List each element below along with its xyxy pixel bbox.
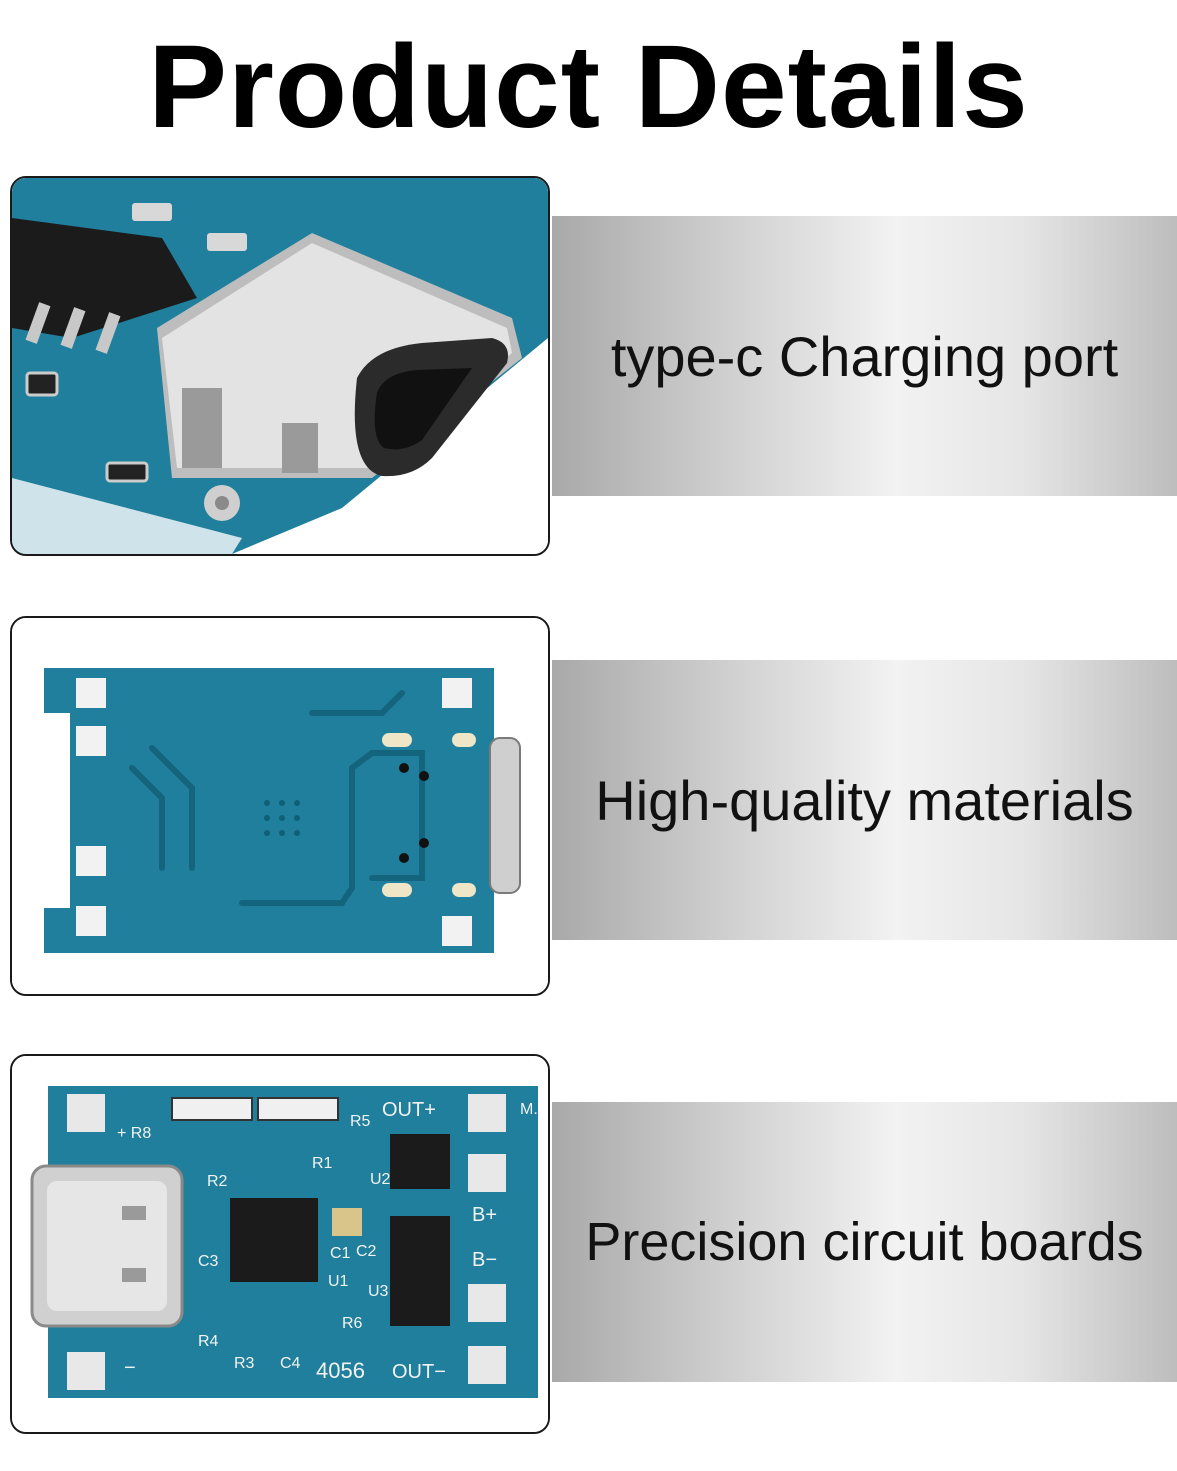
pcb-back-photo: [10, 616, 550, 996]
marking-c2: C2: [356, 1243, 377, 1260]
feature-band: High-quality materials: [552, 660, 1177, 940]
feature-label: High-quality materials: [595, 768, 1134, 832]
marking-out-minus: OUT−: [392, 1361, 446, 1383]
feature-band: type-c Charging port: [552, 216, 1177, 496]
marking-r2: R2: [207, 1173, 228, 1190]
marking-r6: R6: [342, 1315, 363, 1332]
marking-c1: C1: [330, 1245, 351, 1262]
feature-label: type-c Charging port: [610, 324, 1119, 388]
feature-band: Precision circuit boards: [552, 1102, 1177, 1382]
marking-r8: + R8: [117, 1125, 151, 1142]
feature-label: Precision circuit boards: [585, 1212, 1144, 1272]
marking-minus: −: [124, 1357, 136, 1379]
marking-out-plus: OUT+: [382, 1099, 436, 1121]
marking-r1: R1: [312, 1155, 333, 1172]
feature-row-type-c: type-c Charging port: [0, 176, 1177, 556]
marking-r4: R4: [198, 1333, 219, 1350]
marking-b-minus: B−: [472, 1249, 497, 1271]
marking-u3: U3: [368, 1283, 389, 1300]
marking-r3: R3: [234, 1355, 255, 1372]
feature-row-materials: High-quality materials: [0, 616, 1177, 996]
marking-m: M.: [520, 1101, 538, 1118]
marking-r5: R5: [350, 1113, 371, 1130]
marking-b-plus: B+: [472, 1204, 497, 1226]
marking-chip-4056: 4056: [316, 1358, 365, 1383]
marking-u1: U1: [328, 1273, 349, 1290]
page-title: Product Details: [148, 21, 1029, 153]
marking-c4: C4: [280, 1355, 301, 1372]
usb-c-port-photo: [10, 176, 550, 556]
marking-c3: C3: [198, 1253, 219, 1270]
marking-u2: U2: [370, 1171, 391, 1188]
feature-row-precision: + R8 R1 R2 R3 R4 R5 R6 C1 C2 C3 C4 U1 U2…: [0, 1054, 1177, 1434]
pcb-front-photo: + R8 R1 R2 R3 R4 R5 R6 C1 C2 C3 C4 U1 U2…: [10, 1054, 550, 1434]
